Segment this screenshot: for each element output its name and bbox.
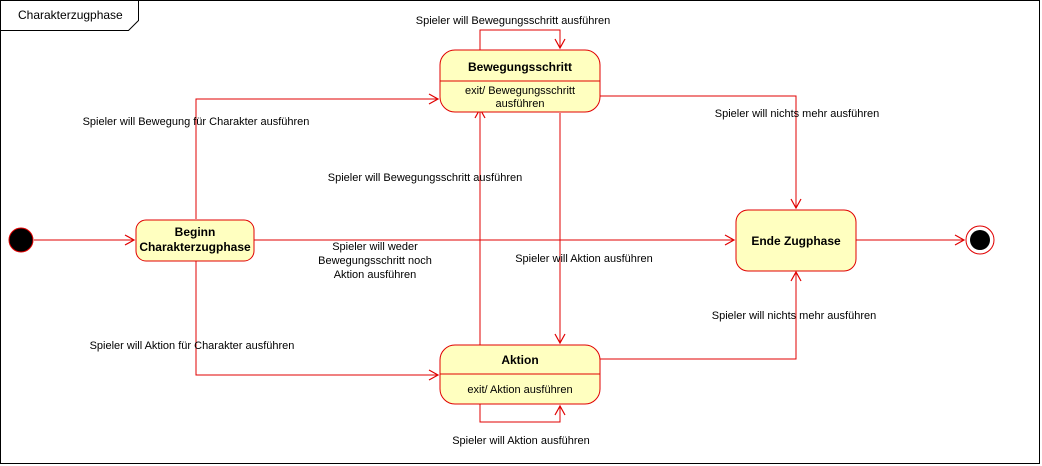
state-bewegung-name: Bewegungsschritt bbox=[468, 60, 572, 74]
frame-tab bbox=[0, 0, 139, 31]
state-beginn: Beginn Charakterzugphase bbox=[135, 219, 255, 262]
label-bewegung-self: Spieler will Bewegungsschritt ausführen bbox=[416, 15, 610, 27]
label-aktion-to-ende: Spieler will nichts mehr ausführen bbox=[712, 310, 876, 322]
label-beginn-to-ende-line3: Aktion ausführen bbox=[334, 269, 417, 281]
label-beginn-to-ende-line1: Spieler will weder bbox=[332, 241, 418, 253]
edge-beginn-to-aktion bbox=[195, 261, 440, 381]
edge-beginn-to-bewegung bbox=[195, 93, 440, 219]
label-aktion-to-bewegung: Spieler will Bewegungsschritt ausführen bbox=[328, 172, 522, 184]
state-aktion-name: Aktion bbox=[501, 353, 538, 367]
label-bewegung-to-ende: Spieler will nichts mehr ausführen bbox=[715, 108, 879, 120]
state-ende-zugphase: Ende Zugphase bbox=[735, 209, 857, 272]
frame-title: Charakterzugphase bbox=[18, 8, 123, 22]
state-bewegungsschritt: Bewegungsschritt exit/ Bewegungsschritt … bbox=[439, 49, 601, 113]
state-beginn-name-line2: Charakterzugphase bbox=[139, 240, 251, 254]
edge-bewegung-self bbox=[479, 29, 566, 50]
state-aktion-exit: exit/ Aktion ausführen bbox=[467, 384, 572, 396]
edge-bewegung-to-ende bbox=[600, 95, 802, 210]
label-beginn-to-bewegung: Spieler will Bewegung für Charakter ausf… bbox=[83, 116, 310, 128]
label-beginn-to-aktion: Spieler will Aktion für Charakter ausfüh… bbox=[90, 340, 295, 352]
initial-state bbox=[8, 227, 34, 253]
state-bewegung-exit-line1: exit/ Bewegungsschritt bbox=[465, 85, 575, 97]
final-state-inner bbox=[970, 230, 990, 250]
edge-aktion-self bbox=[479, 404, 566, 423]
state-aktion: Aktion exit/ Aktion ausführen bbox=[439, 344, 601, 405]
state-bewegung-exit-line2: ausführen bbox=[496, 98, 545, 110]
state-ende-name: Ende Zugphase bbox=[751, 234, 841, 248]
label-aktion-self: Spieler will Aktion ausführen bbox=[452, 435, 590, 447]
edge-aktion-to-ende bbox=[600, 270, 802, 360]
label-bewegung-to-aktion: Spieler will Aktion ausführen bbox=[515, 253, 653, 265]
label-beginn-to-ende-line2: Bewegungsschritt noch bbox=[318, 255, 432, 267]
state-beginn-name-line1: Beginn bbox=[175, 225, 216, 239]
